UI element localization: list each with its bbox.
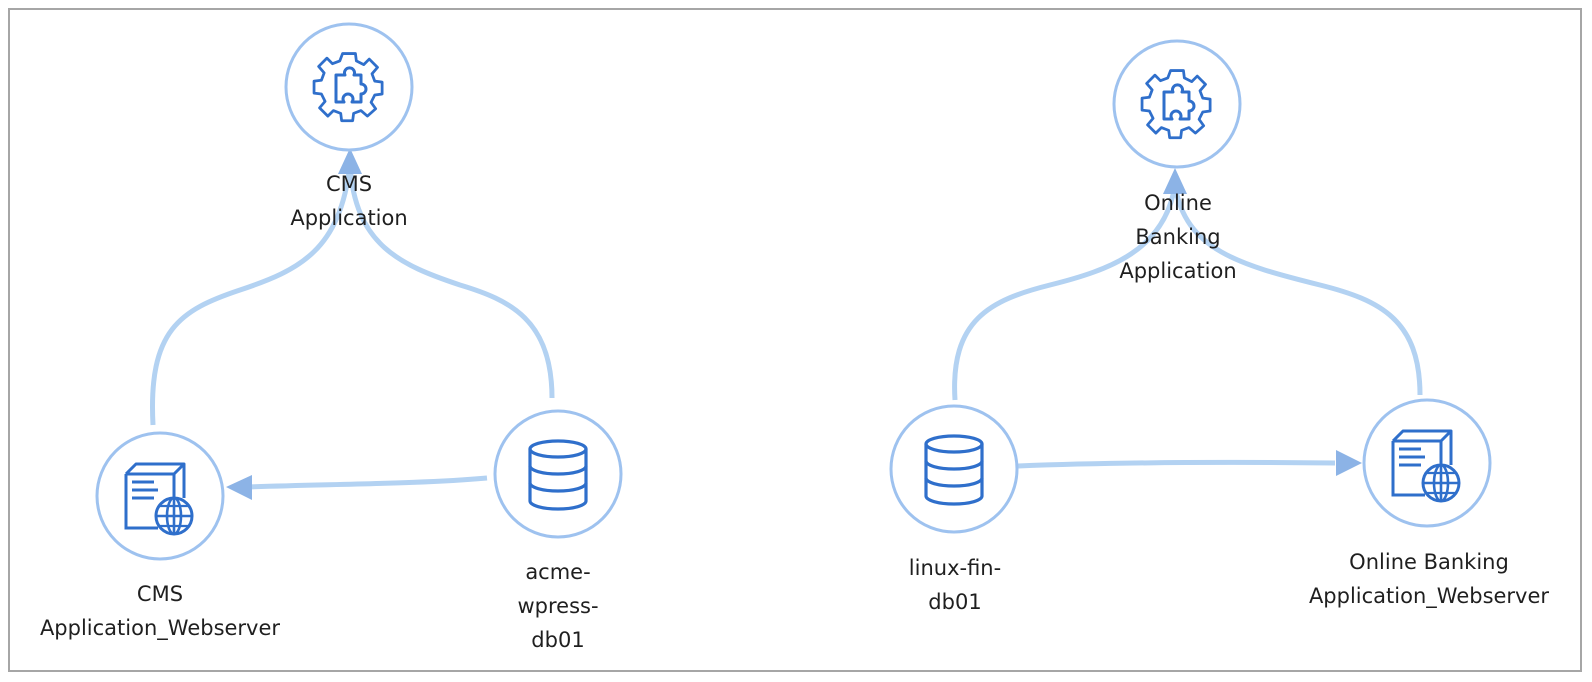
edge-fin-db-to-ob-app <box>952 184 1178 401</box>
node-acme-wpress-db01[interactable] <box>493 409 623 539</box>
arrowhead-ob-web <box>1336 450 1362 476</box>
node-label-cms-application: CMS Application <box>290 172 408 230</box>
edge-acme-db-to-cms-app <box>347 164 555 399</box>
diagram-frame <box>8 8 1582 672</box>
node-linux-fin-db01[interactable] <box>889 404 1019 534</box>
edge-fin-db-to-ob-web <box>1017 459 1336 469</box>
arrowhead-ob-app <box>1163 168 1187 194</box>
node-online-banking-application-webserver[interactable] <box>1362 398 1492 528</box>
node-label-acme-wpress-db01: acme- wpress- db01 <box>517 560 599 652</box>
node-label-online-banking-application: Online Banking Application <box>1119 191 1237 283</box>
node-cms-application[interactable] <box>284 22 414 152</box>
node-cms-application-webserver[interactable] <box>95 431 225 561</box>
node-label-linux-fin-db01: linux-fin- db01 <box>908 556 1002 614</box>
node-label-cms-application-webserver: CMS Application_Webserver <box>39 582 281 640</box>
edge-cms-web-to-cms-app <box>149 164 353 426</box>
edge-ob-web-to-ob-app <box>1172 184 1423 396</box>
arrowhead-cms-app <box>338 148 362 174</box>
node-online-banking-application[interactable] <box>1112 39 1242 169</box>
arrowhead-cms-web <box>226 475 252 500</box>
edge-acme-db-to-cms-web <box>245 475 488 490</box>
node-label-online-banking-application-webserver: Online Banking Application_Webserver <box>1308 550 1550 608</box>
